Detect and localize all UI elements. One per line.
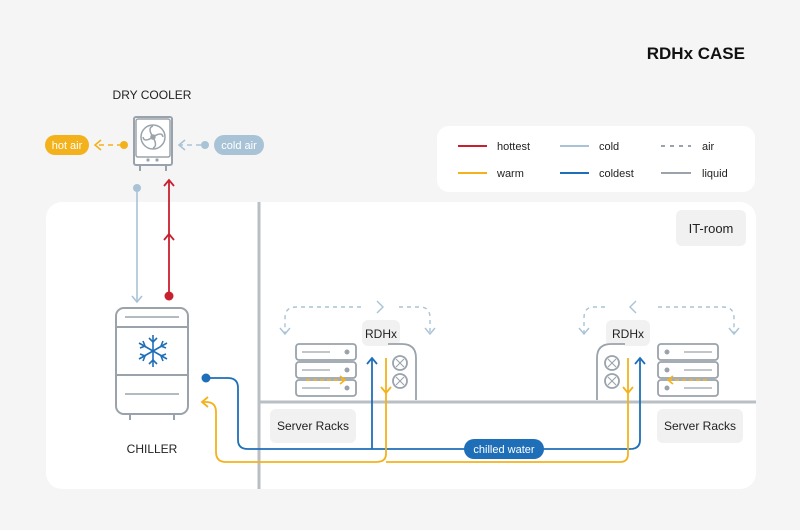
hot-air-label: hot air	[52, 140, 83, 152]
rdhx-left-unit	[388, 343, 417, 400]
left-air-arrows	[279, 300, 436, 336]
rdhx-right-box	[606, 320, 650, 346]
server-racks-left-label: Server Racks	[277, 419, 349, 433]
hottest-supply-pipe	[163, 178, 175, 301]
chiller-label: CHILLER	[127, 442, 178, 456]
legend-liquid: liquid	[661, 168, 728, 180]
server-rack-right	[657, 343, 719, 397]
rdhx-right-unit	[596, 343, 625, 400]
chilled-water-badge	[464, 439, 544, 459]
cold-return-pipe	[131, 184, 143, 304]
legend-label-cold: cold	[599, 141, 619, 153]
rdhx-right-label: RDHx	[612, 327, 644, 341]
rdhx-left-box	[362, 320, 400, 346]
legend-hottest: hottest	[458, 141, 530, 153]
server-racks-right-box	[657, 409, 743, 443]
legend-panel	[437, 126, 755, 192]
legend-label-coldest: coldest	[599, 168, 634, 180]
fan-icon	[140, 124, 166, 150]
chilled-water-label: chilled water	[473, 444, 534, 456]
it-room-label: IT-room	[689, 221, 734, 236]
legend: hottest cold air warm coldest liquid	[458, 141, 728, 180]
legend-coldest: coldest	[560, 168, 634, 180]
cold-air-label: cold air	[221, 140, 257, 152]
page-title: RDHx CASE	[647, 44, 745, 63]
chiller	[115, 307, 189, 420]
hot-air-arrow	[93, 139, 128, 151]
dry-cooler	[133, 116, 173, 171]
snowflake-icon	[138, 335, 168, 367]
cold-air-arrow	[177, 139, 209, 151]
legend-label-liquid: liquid	[702, 168, 728, 180]
server-rack-left	[295, 343, 357, 397]
legend-label-air: air	[702, 141, 715, 153]
legend-warm: warm	[458, 168, 524, 180]
coldest-supply-loop	[201, 356, 646, 450]
right-rack-hot-exhaust	[666, 375, 707, 385]
dry-cooler-label: DRY COOLER	[113, 88, 192, 102]
server-racks-right-label: Server Racks	[664, 419, 736, 433]
it-room-label-box	[676, 210, 746, 246]
left-rack-hot-exhaust	[306, 375, 347, 385]
server-racks-left-box	[270, 409, 356, 443]
legend-label-hottest: hottest	[497, 141, 530, 153]
legend-cold: cold	[560, 141, 619, 153]
left-air-loop	[284, 306, 431, 334]
it-room-walls	[257, 202, 756, 489]
warm-return-loop	[200, 358, 634, 463]
rdhx-left-label: RDHx	[365, 327, 397, 341]
right-air-arrows	[578, 300, 740, 336]
legend-label-warm: warm	[496, 168, 524, 180]
right-air-loop	[583, 306, 735, 334]
hot-air-badge	[45, 135, 89, 155]
cold-air-badge	[214, 135, 264, 155]
legend-air: air	[661, 141, 715, 153]
